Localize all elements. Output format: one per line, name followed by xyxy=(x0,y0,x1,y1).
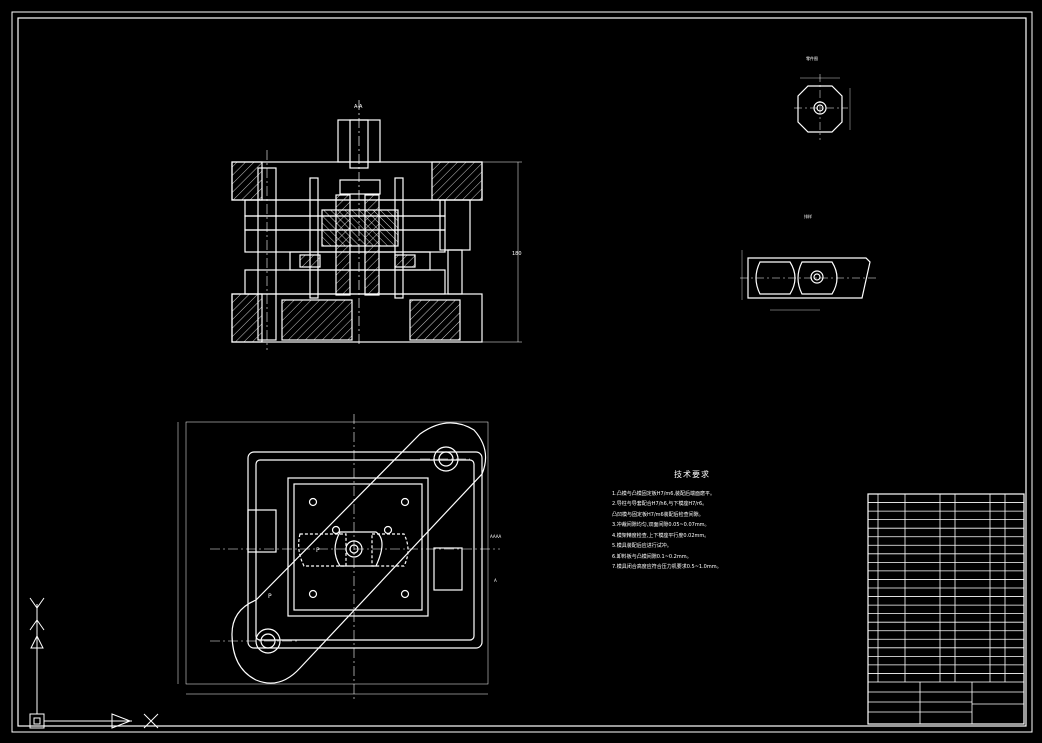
section-height-dim: 180 xyxy=(512,251,522,257)
sheet-inner-border xyxy=(17,17,1027,727)
section-mark: A-A xyxy=(354,104,363,110)
strip-title: 排样 xyxy=(804,213,812,219)
note-line: 6.卸料板与凸模间隙0.1~0.2mm。 xyxy=(612,553,692,560)
plan-section-mark: A xyxy=(494,578,497,583)
plan-mark-p1: P xyxy=(316,547,320,554)
note-line: 7.模具闭合高度应符合压力机要求0.5~1.0mm。 xyxy=(612,564,722,570)
note-line: 4.模架精度检查,上下模座平行度0.02mm。 xyxy=(612,532,710,539)
part-view-title: 零件图 xyxy=(806,55,818,61)
note-line: 3.冲裁间隙均匀,双面间隙0.05~0.07mm。 xyxy=(612,522,710,528)
plan-mark-p2: P xyxy=(268,593,272,600)
strip-layout-view[interactable]: 排样 xyxy=(740,213,876,311)
technical-notes-title: 技术要求 xyxy=(674,470,710,479)
note-line: 5.模具装配后应进行试冲。 xyxy=(612,543,672,549)
ucs-axis-icon xyxy=(29,597,159,729)
plan-view[interactable]: P P AAAA A xyxy=(177,414,502,700)
part-view[interactable]: 零件图 xyxy=(794,55,851,140)
section-view[interactable]: 180 A-A xyxy=(231,100,522,350)
note-line: 2.导柱与导套配合H7/h6,与下模座H7/r6。 xyxy=(612,501,708,507)
plan-side-label: AAAA xyxy=(490,534,502,539)
note-line: 1.凸模与凸模固定板H7/m6,装配后端面磨平。 xyxy=(612,490,716,497)
sheet-outer-border xyxy=(11,11,1033,733)
note-line: 凸凹模与固定板H7/m6装配后检查间隙。 xyxy=(612,511,704,518)
title-block[interactable] xyxy=(867,493,1025,725)
technical-notes: 技术要求 1.凸模与凸模固定板H7/m6,装配后端面磨平。 2.导柱与导套配合H… xyxy=(612,470,772,573)
